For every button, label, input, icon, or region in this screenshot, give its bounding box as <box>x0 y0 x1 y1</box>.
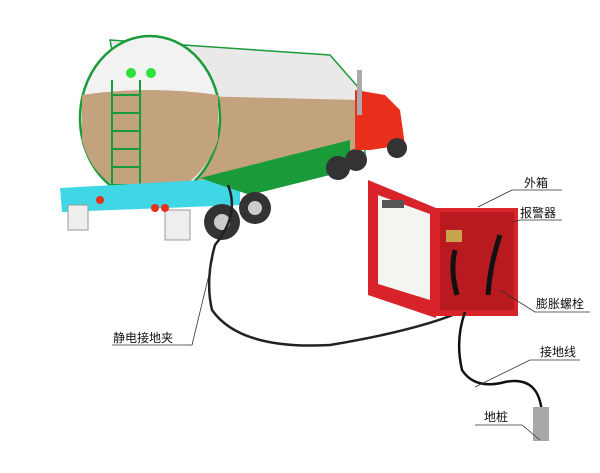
leader-lines <box>112 189 590 441</box>
label-alarm: 报警器 <box>520 206 557 220</box>
tank-truck <box>60 34 407 241</box>
alarm-box <box>368 180 518 318</box>
label-ground-stake: 地桩 <box>484 410 509 424</box>
label-static-clamp: 静电接地夹 <box>113 331 174 345</box>
label-ground-wire: 接地线 <box>540 345 577 359</box>
label-outer-box: 外箱 <box>524 176 549 190</box>
ground-wire <box>457 311 544 416</box>
clamp-cable <box>207 184 466 347</box>
label-expansion-bolt: 膨胀螺栓 <box>536 297 585 311</box>
ground-stake <box>533 407 549 441</box>
